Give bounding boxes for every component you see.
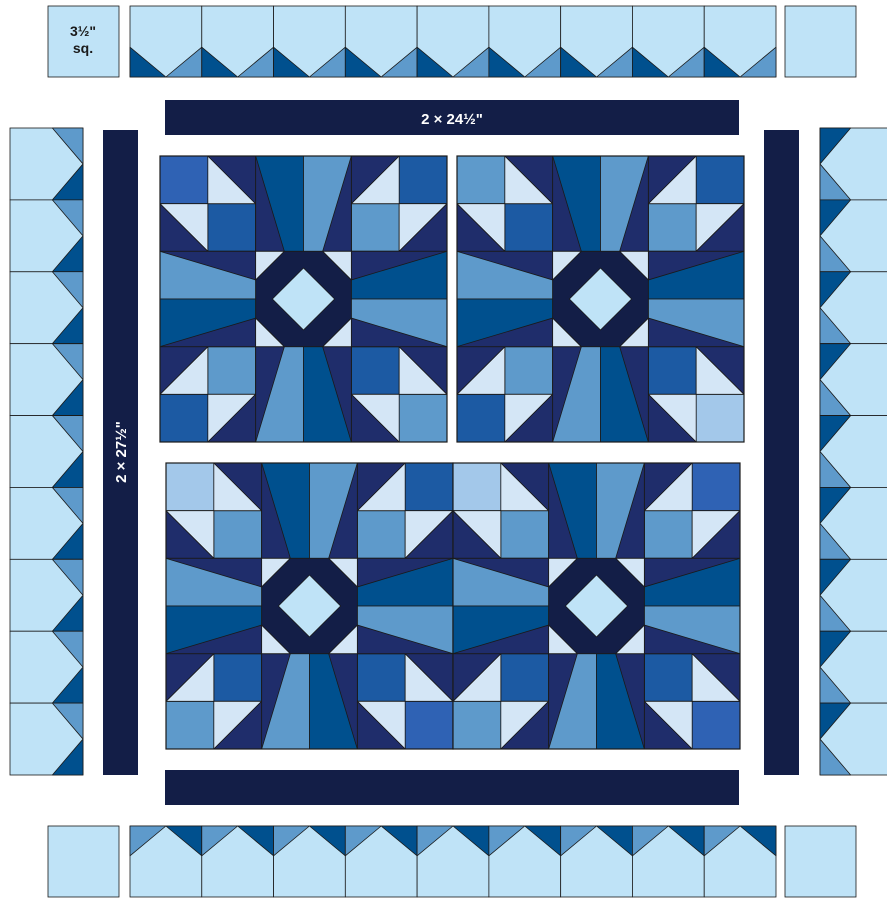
left-border-unit [10, 416, 83, 488]
left-border-unit [10, 200, 83, 272]
corner-square-bottom-right [785, 826, 856, 897]
diagonal-square [166, 701, 214, 749]
diagonal-square [160, 394, 208, 442]
diagonal-square [696, 394, 744, 442]
diagonal-square [644, 511, 692, 559]
top-border-unit [130, 6, 202, 77]
bottom-border-unit [704, 826, 776, 897]
vertical-strip-label: 2 × 27½" [113, 421, 130, 483]
diagonal-square [357, 511, 405, 559]
diagonal-square [214, 511, 262, 559]
bottom-border-unit [632, 826, 704, 897]
bottom-border-unit [489, 826, 561, 897]
left-border-unit [10, 703, 83, 775]
diagonal-square [505, 347, 553, 395]
bottom-border-unit [561, 826, 633, 897]
right-border-unit [820, 272, 887, 344]
diagonal-square [696, 156, 744, 204]
star-block-1 [160, 156, 447, 442]
left-border-unit [10, 487, 83, 559]
horizontal-strip-label: 2 × 24½" [421, 111, 483, 128]
diagonal-square [357, 654, 405, 702]
diagonal-square [399, 394, 447, 442]
bottom-border-unit [274, 826, 346, 897]
diagonal-square [405, 463, 453, 511]
diagonal-square [648, 347, 696, 395]
diagonal-square [208, 347, 256, 395]
corner-square-top-right [785, 6, 856, 77]
top-border-unit [417, 6, 489, 77]
right-border-unit [820, 200, 887, 272]
diagonal-square [399, 156, 447, 204]
star-block-2 [457, 156, 744, 442]
diagonal-square [351, 347, 399, 395]
right-border-unit [820, 344, 887, 416]
diagonal-square [457, 394, 505, 442]
diagonal-square [505, 204, 553, 252]
diagonal-square [453, 463, 501, 511]
top-border-unit [632, 6, 704, 77]
corner-unit-label: sq. [73, 40, 93, 56]
diagonal-square [501, 654, 549, 702]
diagonal-square [453, 701, 501, 749]
right-border-unit [820, 128, 887, 200]
diagonal-square [457, 156, 505, 204]
diagonal-square [644, 654, 692, 702]
top-border-unit [274, 6, 346, 77]
diagonal-square [160, 156, 208, 204]
diagonal-square [166, 463, 214, 511]
top-border-unit [561, 6, 633, 77]
diagonal-square [405, 701, 453, 749]
right-border-unit [820, 631, 887, 703]
star-block-3 [166, 463, 453, 749]
left-border-unit [10, 344, 83, 416]
left-border-unit [10, 559, 83, 631]
left-border-unit [10, 128, 83, 200]
left-border-unit [10, 631, 83, 703]
corner-size-label: 3½" [70, 23, 96, 39]
diagonal-square [351, 204, 399, 252]
top-border-unit [489, 6, 561, 77]
diagonal-square [214, 654, 262, 702]
right-border-unit [820, 703, 887, 775]
right-border-unit [820, 416, 887, 488]
bottom-border-unit [417, 826, 489, 897]
corner-square-bottom-left [48, 826, 119, 897]
top-border-unit [345, 6, 417, 77]
bottom-border-unit [345, 826, 417, 897]
right-sashing-strip [764, 130, 799, 775]
diagonal-square [692, 701, 740, 749]
right-border-unit [820, 487, 887, 559]
left-border-unit [10, 272, 83, 344]
top-border-unit [704, 6, 776, 77]
bottom-sashing-strip [165, 770, 739, 805]
diagonal-square [208, 204, 256, 252]
diagonal-square [692, 463, 740, 511]
bottom-border-unit [130, 826, 202, 897]
diagonal-square [648, 204, 696, 252]
bottom-border-unit [202, 826, 274, 897]
top-border-unit [202, 6, 274, 77]
right-border-unit [820, 559, 887, 631]
diagonal-square [501, 511, 549, 559]
star-block-4 [453, 463, 740, 749]
